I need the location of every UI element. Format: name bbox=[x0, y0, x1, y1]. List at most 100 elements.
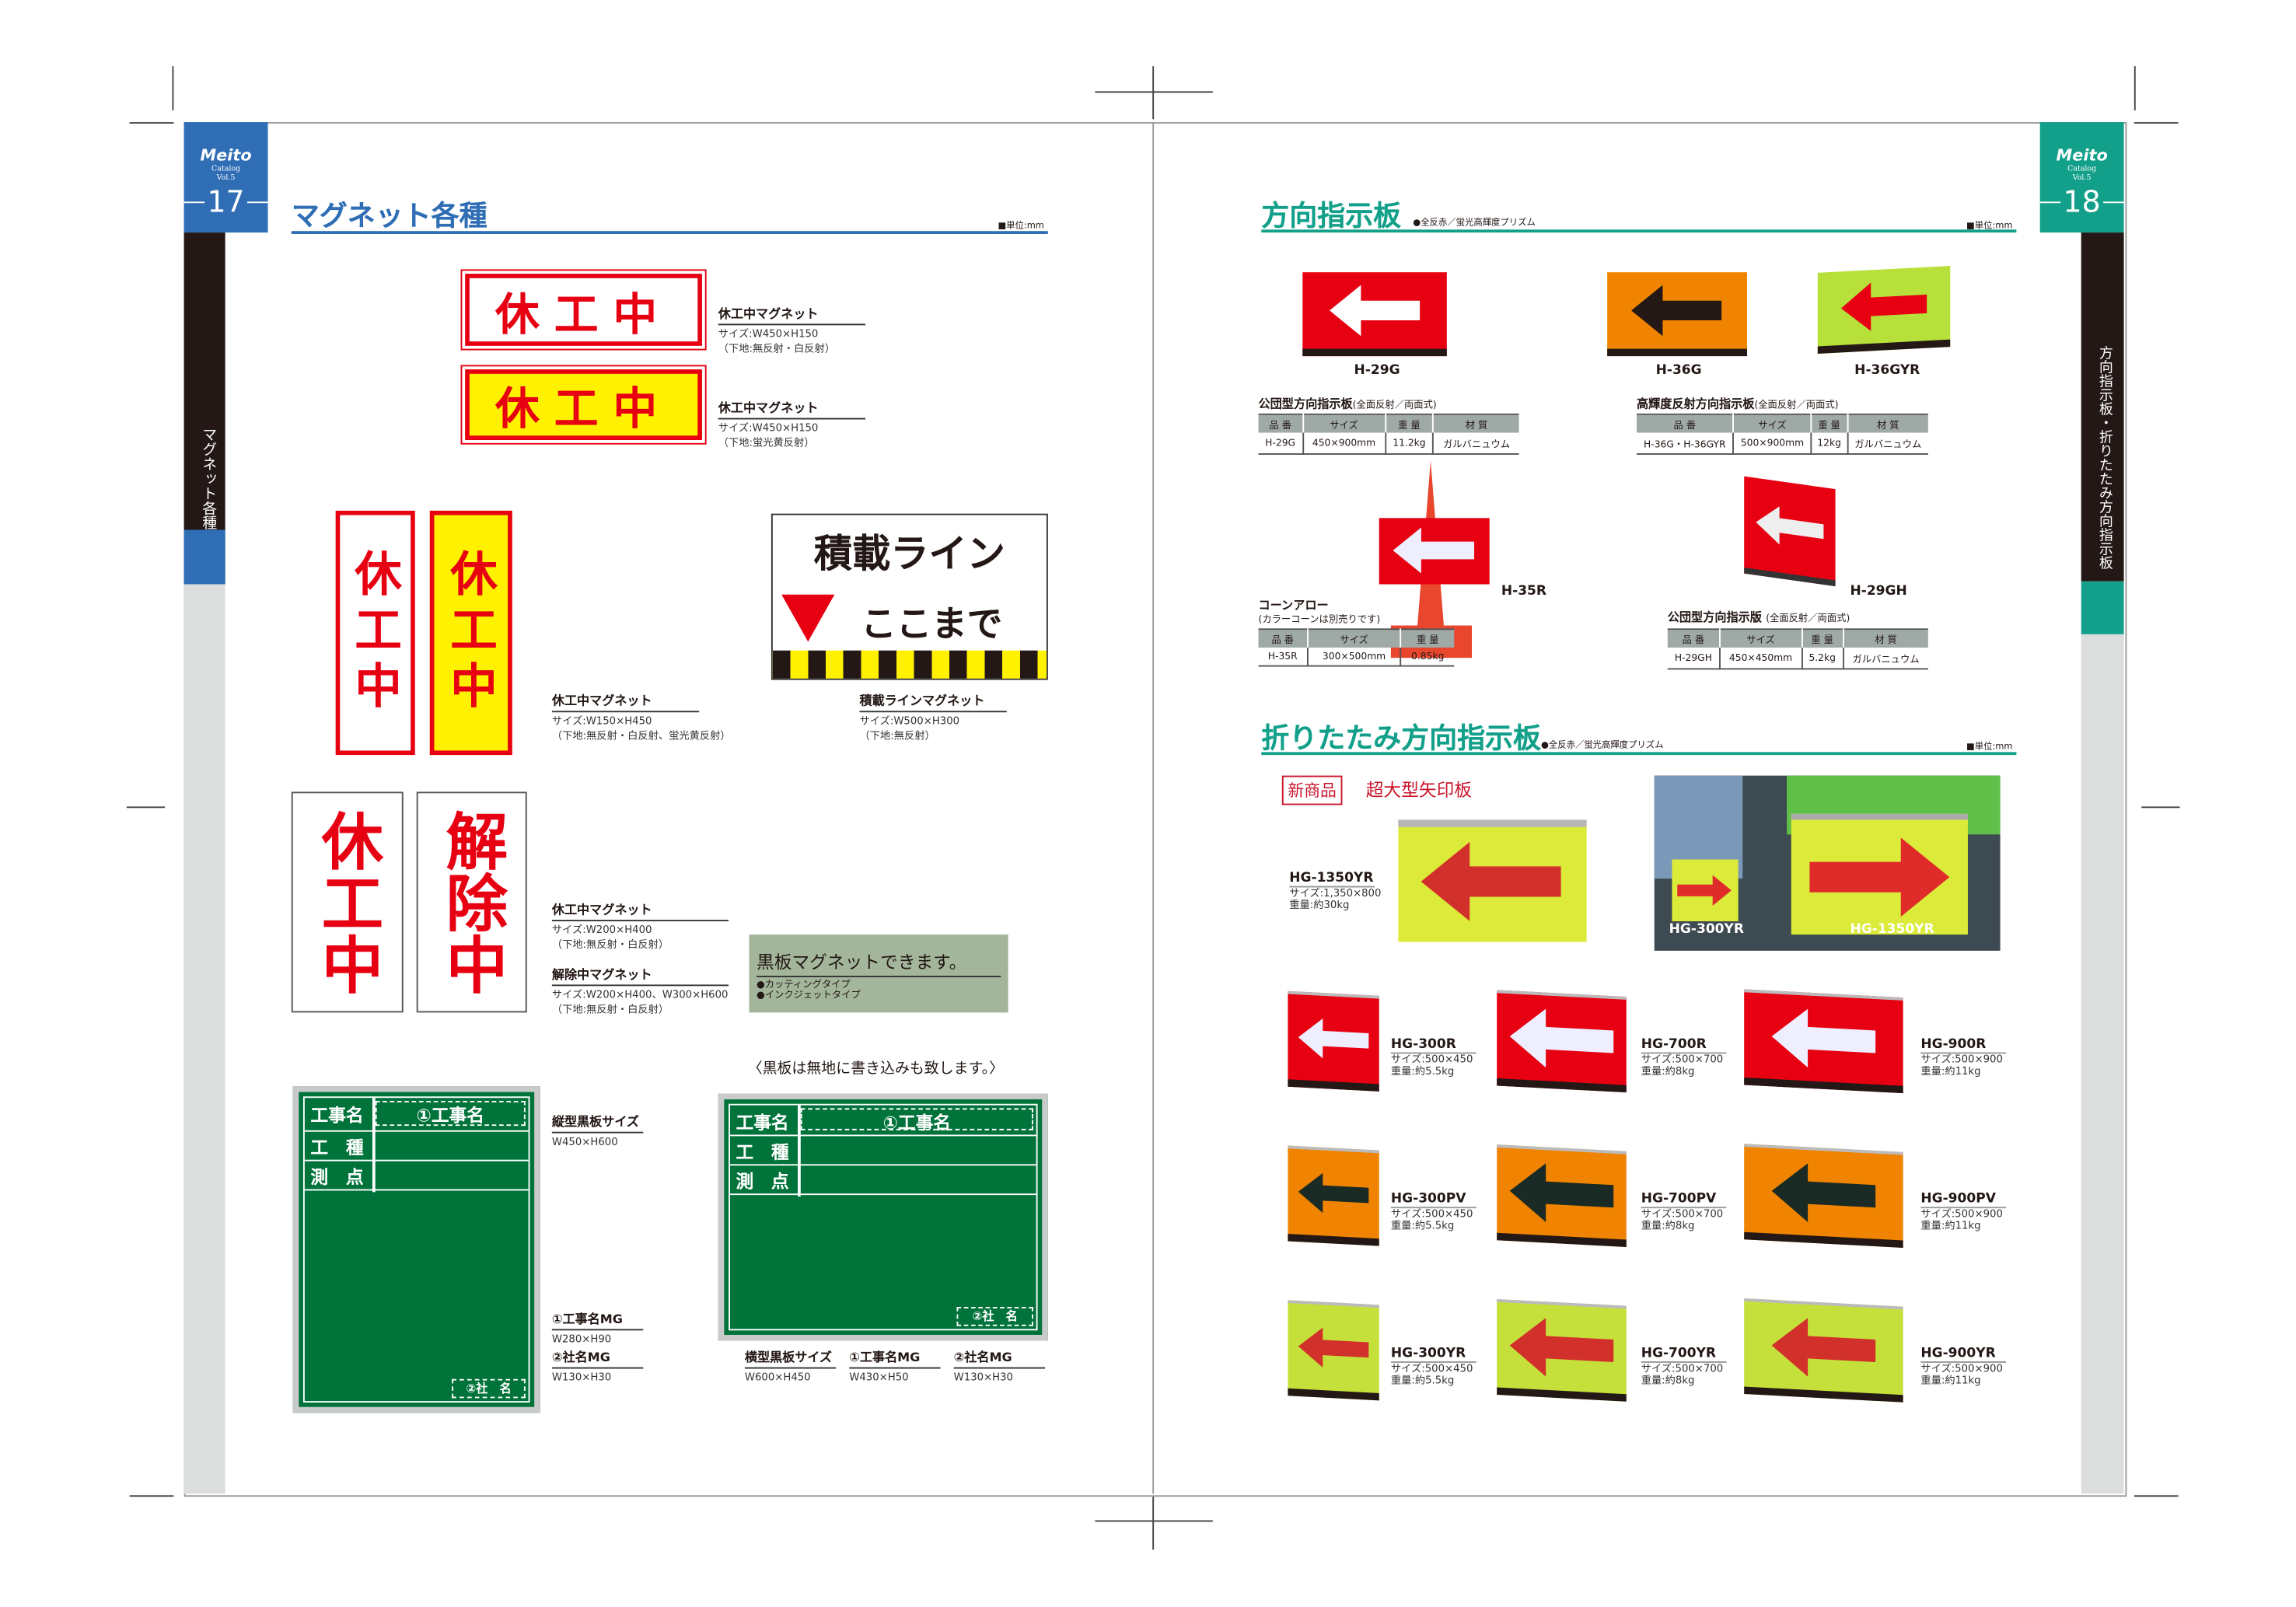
catalog-volume: Vol.5 bbox=[216, 173, 236, 183]
product-name: HG-700R bbox=[1641, 1038, 1727, 1054]
table-title: 高輝度反射方向指示板(全面反射／両面式) bbox=[1637, 397, 1839, 411]
section-subtitle: ●全反赤／蛍光高輝度プリズム bbox=[1540, 740, 1664, 751]
crop-mark bbox=[2133, 122, 2179, 124]
product-size: サイズ:500×900 bbox=[1920, 1208, 2003, 1221]
product-weight: 重量:約11kg bbox=[1920, 1375, 1981, 1387]
product-weight: 重量:約5.5kg bbox=[1390, 1220, 1455, 1232]
item-label: 休工中マグネットサイズ:W200×H400（下地:無反射・白反射） bbox=[551, 901, 729, 951]
photo-label: HG-300YR bbox=[1669, 922, 1744, 938]
crop-mark bbox=[129, 1495, 174, 1497]
blackboard-magnet-note: 黒板マグネットできます。 ●カッティングタイプ ●インクジェットタイプ bbox=[749, 935, 1008, 1013]
sekisai-subtitle: ここまで bbox=[861, 603, 1003, 645]
page-title: マグネット各種 bbox=[291, 200, 488, 233]
product-weight: 重量:約5.5kg bbox=[1390, 1065, 1455, 1078]
section-title: 方向指示板 bbox=[1261, 200, 1402, 233]
product-name: HG-300PV bbox=[1390, 1192, 1476, 1209]
product-name: H-36G bbox=[1655, 363, 1702, 379]
right-page-tab: Meito Catalog Vol.5 18 bbox=[2039, 122, 2124, 233]
catalog-label: Catalog bbox=[211, 165, 241, 174]
folding-sign-hg-700yr bbox=[1497, 1298, 1627, 1402]
h-36gyr-sign bbox=[1817, 265, 1951, 354]
folding-sign-hg-900r bbox=[1744, 989, 1903, 1094]
product-size: サイズ:500×700 bbox=[1641, 1362, 1724, 1375]
page-number: 17 bbox=[183, 186, 268, 218]
note-line: ●インクジェットタイプ bbox=[757, 989, 861, 1001]
project-name-slot: ①工事名 bbox=[800, 1108, 1033, 1134]
product-weight: 重量:約11kg bbox=[1920, 1220, 1981, 1232]
item-label: 休工中マグネットサイズ:W450×H150（下地:無反射・白反射） bbox=[718, 305, 866, 355]
section-title: 折りたたみ方向指示板 bbox=[1261, 722, 1542, 756]
table-title: 公団型方向指示版 (全面反射／両面式) bbox=[1667, 610, 1850, 624]
side-strip-accent bbox=[2081, 581, 2124, 634]
item-label: 積載ラインマグネットサイズ:W500×H300（下地:無反射） bbox=[859, 692, 1007, 742]
side-strip bbox=[2081, 232, 2124, 582]
hg-1350yr-sign bbox=[1398, 819, 1587, 942]
product-weight: 重量:約8kg bbox=[1641, 1375, 1695, 1387]
side-strip-grey bbox=[2081, 634, 2124, 1494]
title-underline bbox=[291, 231, 1048, 234]
folding-sign-hg-900pv bbox=[1744, 1144, 1903, 1248]
product-name: HG-900R bbox=[1920, 1038, 2007, 1054]
folding-sign-hg-700r bbox=[1497, 990, 1627, 1093]
feature-product-label: HG-1350YR サイズ:1,350×800 重量:約30kg bbox=[1289, 871, 1382, 911]
brand-logo: Meito bbox=[2056, 145, 2108, 166]
product-size: サイズ:500×450 bbox=[1390, 1053, 1473, 1066]
product-size: サイズ:500×450 bbox=[1390, 1362, 1473, 1375]
crop-mark bbox=[2133, 66, 2136, 110]
side-strip-accent bbox=[183, 529, 225, 585]
sekisai-title: 積載ライン bbox=[813, 533, 1005, 578]
project-name-slot: ①工事名 bbox=[375, 1100, 526, 1127]
product-name: HG-700PV bbox=[1641, 1192, 1727, 1209]
table-title: 公団型方向指示板(全面反射／両面式) bbox=[1258, 397, 1437, 411]
product-weight: 重量:約11kg bbox=[1920, 1065, 1981, 1078]
note-line: ●カッティングタイプ bbox=[757, 978, 851, 990]
folding-sign-hg-300r bbox=[1288, 990, 1379, 1092]
product-name: HG-700YR bbox=[1641, 1347, 1727, 1363]
product-name: HG-900PV bbox=[1920, 1192, 2007, 1209]
side-section-label: マグネット各種 bbox=[198, 426, 215, 530]
brand-logo: Meito bbox=[200, 145, 252, 166]
unit-label: ■単位:mm bbox=[998, 220, 1044, 232]
product-weight: 重量:約5.5kg bbox=[1390, 1375, 1455, 1387]
company-slot: ②社 名 bbox=[452, 1378, 526, 1399]
crop-mark bbox=[129, 122, 174, 124]
kyukochu-vertical-yellow: 休工中 bbox=[429, 510, 512, 756]
crop-mark bbox=[2133, 1495, 2179, 1497]
side-strip bbox=[183, 232, 225, 420]
kyukochu-magnet-yellow: 休工中 bbox=[460, 365, 707, 445]
photo-label: HG-1350YR bbox=[1850, 922, 1934, 938]
folding-sign-hg-900yr bbox=[1744, 1298, 1903, 1403]
product-name: H-35R bbox=[1501, 584, 1547, 599]
item-label: 休工中マグネットサイズ:W150×H450（下地:無反射・白反射、蛍光黄反射） bbox=[551, 692, 731, 742]
left-page-tab: Meito Catalog Vol.5 17 bbox=[183, 122, 268, 233]
crop-mark bbox=[126, 806, 166, 809]
h-36g-sign bbox=[1607, 272, 1747, 357]
item-label: 解除中マグネットサイズ:W200×H400、W300×H600（下地:無反射・白… bbox=[551, 966, 729, 1015]
folding-sign-hg-700pv bbox=[1497, 1144, 1627, 1247]
kyukochu-magnet-white: 休工中 bbox=[460, 269, 707, 351]
h-35r-sign bbox=[1379, 518, 1490, 585]
title-underline bbox=[1261, 752, 2017, 756]
catalog-volume: Vol.5 bbox=[2072, 173, 2092, 183]
hazard-stripe bbox=[772, 650, 1047, 679]
new-product-badge: 新商品 bbox=[1281, 775, 1343, 805]
product-size: サイズ:500×900 bbox=[1920, 1362, 2003, 1375]
product-size: サイズ:500×900 bbox=[1920, 1053, 2003, 1066]
product-size: サイズ:500×700 bbox=[1641, 1053, 1724, 1066]
product-name: HG-300YR bbox=[1390, 1347, 1476, 1363]
crop-mark bbox=[2141, 806, 2180, 809]
product-photo: HG-300YR HG-1350YR bbox=[1654, 775, 2001, 951]
